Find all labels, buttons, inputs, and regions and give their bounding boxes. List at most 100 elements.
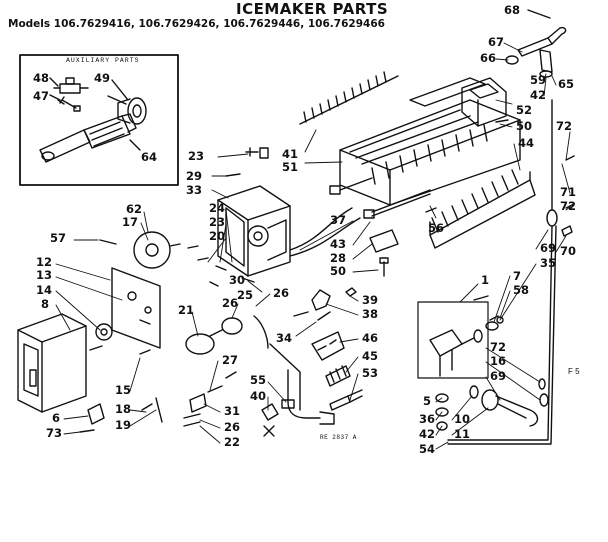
callout-58: 58 (513, 283, 530, 297)
callout-18: 18 (115, 402, 132, 416)
callout-20: 20 (209, 229, 226, 243)
callout-31: 31 (224, 404, 241, 418)
callout-67: 67 (488, 35, 505, 49)
callout-39: 39 (362, 293, 379, 307)
callout-68: 68 (504, 3, 521, 17)
callout-10: 10 (454, 412, 471, 426)
side-note: F 5 (568, 367, 580, 376)
callout-59: 59 (530, 73, 547, 87)
callout-69: 69 (490, 369, 507, 383)
part-62-motor (133, 231, 181, 269)
part-45-53-small (325, 365, 363, 411)
part-33-housing (217, 185, 291, 277)
reference-code: RE 2837 A (320, 434, 357, 441)
callout-7: 7 (513, 269, 522, 283)
callout-41: 41 (282, 147, 299, 161)
callout-25: 25 (237, 288, 254, 302)
callout-28: 28 (330, 251, 347, 265)
callout-22: 22 (224, 435, 241, 449)
callout-8: 8 (41, 297, 50, 311)
callout-26: 26 (222, 296, 239, 310)
callout-57: 57 (50, 231, 67, 245)
callout-19: 19 (115, 418, 132, 432)
callout-52: 52 (516, 103, 533, 117)
part-37-wiring (289, 207, 361, 257)
callout-72: 72 (490, 340, 507, 354)
callout-13: 13 (36, 268, 53, 282)
callout-6: 6 (52, 411, 61, 425)
callout-15: 15 (115, 383, 132, 397)
callout-12: 12 (36, 255, 53, 269)
callout-73: 73 (46, 426, 63, 440)
part-14-gear (95, 323, 113, 341)
callout-36: 36 (419, 412, 436, 426)
callout-37: 37 (330, 213, 347, 227)
callout-30: 30 (229, 273, 246, 287)
callout-26: 26 (224, 420, 241, 434)
part-64-filter (39, 113, 141, 163)
callout-55: 55 (250, 373, 267, 387)
callout-50: 50 (330, 264, 347, 278)
part-55-cord (281, 369, 335, 425)
part-36-fittings (435, 378, 549, 431)
callout-40: 40 (250, 389, 267, 403)
callout-46: 46 (362, 331, 379, 345)
part-31-brackets (141, 393, 207, 427)
part-70-72-fasteners (489, 155, 575, 321)
callout-1: 1 (481, 273, 490, 287)
callout-27: 27 (222, 353, 239, 367)
auxiliary-parts-box (19, 54, 179, 186)
part-21-thermostat (185, 315, 269, 355)
screws (89, 119, 509, 393)
callout-45: 45 (362, 349, 379, 363)
callout-17: 17 (122, 215, 139, 229)
callout-53: 53 (362, 366, 379, 380)
callout-50: 50 (516, 119, 533, 133)
callout-71: 71 (560, 185, 577, 199)
callout-42: 42 (530, 88, 547, 102)
callout-64: 64 (141, 150, 158, 164)
callout-72: 72 (560, 199, 577, 213)
part-38-arm (269, 287, 357, 411)
callout-43: 43 (330, 237, 347, 251)
callout-56: 56 (428, 221, 445, 235)
callout-44: 44 (518, 136, 535, 150)
models-line: Models 106.7629416, 106.7629426, 106.762… (8, 18, 385, 30)
callout-72: 72 (556, 119, 573, 133)
part-51-mold (339, 77, 521, 206)
part-52-fill-cup (461, 77, 507, 127)
callout-51: 51 (282, 160, 299, 174)
callout-35: 35 (540, 256, 557, 270)
callout-69: 69 (540, 241, 557, 255)
callout-62: 62 (126, 202, 143, 216)
part-1-water-valve (417, 295, 504, 379)
callout-70: 70 (560, 244, 577, 258)
callout-54: 54 (419, 442, 436, 456)
part-12-mounting-plate (111, 267, 161, 349)
callout-21: 21 (178, 303, 195, 317)
callout-38: 38 (362, 307, 379, 321)
part-6-clip (79, 403, 105, 433)
fill-tube (447, 99, 558, 445)
callout-49: 49 (94, 71, 111, 85)
callout-42: 42 (419, 427, 436, 441)
part-44-stripper (429, 169, 536, 249)
callout-48: 48 (33, 71, 50, 85)
callout-16: 16 (490, 354, 507, 368)
part-41-ejector (299, 71, 399, 125)
callout-34: 34 (276, 331, 293, 345)
part-43-drive-shaft (329, 177, 431, 219)
page-title: ICEMAKER PARTS (236, 0, 389, 18)
callout-66: 66 (480, 51, 497, 65)
callout-14: 14 (36, 283, 53, 297)
callout-23: 23 (188, 149, 205, 163)
callout-23: 23 (209, 215, 226, 229)
part-8-front-cover (17, 313, 87, 413)
callout-24: 24 (209, 201, 226, 215)
part-48-fitting (53, 77, 89, 94)
part-28-bracket (369, 229, 399, 277)
callout-26: 26 (273, 286, 290, 300)
part-46-switch (311, 331, 345, 361)
part-47-screw (57, 96, 81, 112)
